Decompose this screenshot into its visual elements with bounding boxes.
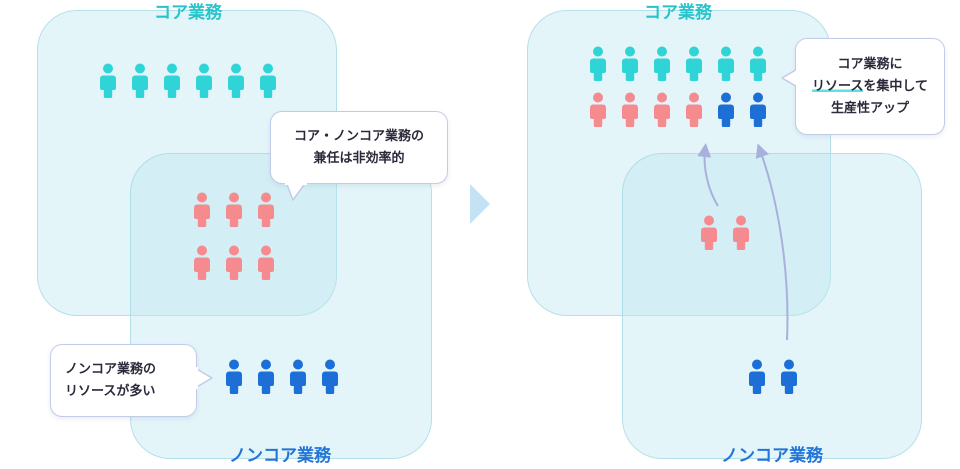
shared-person-icon xyxy=(225,245,243,281)
bubble-result-line-1: コア業務に xyxy=(837,56,903,72)
core-row-person-icon xyxy=(749,92,767,128)
core-person-icon xyxy=(195,63,213,99)
core-person-icon xyxy=(131,63,149,99)
bubble-noncore-line-2: リソースが多い xyxy=(65,383,156,399)
core-row-person-icon xyxy=(653,92,671,128)
bubble-noncore-resources: ノンコア業務の リソースが多い xyxy=(50,344,213,417)
bubble-noncore-line-1: ノンコア業務の xyxy=(65,361,157,377)
after-core-label: コア業務 xyxy=(644,3,712,23)
core-row-person-icon xyxy=(685,92,703,128)
core-person-icon xyxy=(163,63,181,99)
noncore-person-icon xyxy=(321,359,339,395)
bubble-tail xyxy=(781,67,799,89)
move-arrow-right xyxy=(755,143,789,341)
core-person-icon xyxy=(717,46,735,82)
core-person-icon xyxy=(653,46,671,82)
shared-person-icon xyxy=(700,215,718,251)
core-person-icon xyxy=(99,63,117,99)
bubble-shared-line-2: 兼任は非効率的 xyxy=(313,150,405,166)
noncore-person-icon xyxy=(257,359,275,395)
core-row-person-icon xyxy=(589,92,607,128)
shared-person-icon xyxy=(257,192,275,228)
shared-person-icon xyxy=(193,192,211,228)
bubble-result-line-2: リソースを集中して xyxy=(812,76,928,98)
bubble-tail xyxy=(285,182,307,201)
core-person-icon xyxy=(749,46,767,82)
core-person-icon xyxy=(621,46,639,82)
bubble-tail xyxy=(195,367,213,389)
bubble-result: コア業務に リソースを集中して 生産性アップ xyxy=(781,38,945,135)
shared-person-icon xyxy=(225,192,243,228)
core-person-icon xyxy=(227,63,245,99)
shared-person-icon xyxy=(257,245,275,281)
before-core-label: コア業務 xyxy=(154,3,222,23)
after-noncore-label: ノンコア業務 xyxy=(721,446,823,466)
move-arrow-left xyxy=(697,143,719,207)
before-noncore-label: ノンコア業務 xyxy=(229,446,331,466)
shared-person-icon xyxy=(732,215,750,251)
bubble-result-line-3: 生産性アップ xyxy=(830,100,909,116)
after-core-region xyxy=(527,10,831,316)
noncore-person-icon xyxy=(225,359,243,395)
bubble-result-line-2-rest: を集中して xyxy=(863,78,928,94)
after-noncore-region xyxy=(622,153,922,459)
core-person-icon xyxy=(685,46,703,82)
bubble-shared-inefficiency: コア・ノンコア業務の 兼任は非効率的 xyxy=(270,111,448,201)
core-row-person-icon xyxy=(717,92,735,128)
bubble-shared-line-1: コア・ノンコア業務の xyxy=(293,128,424,144)
shared-person-icon xyxy=(193,245,211,281)
core-row-person-icon xyxy=(621,92,639,128)
highlight-resources: リソース xyxy=(812,78,864,94)
noncore-person-icon xyxy=(289,359,307,395)
noncore-person-icon xyxy=(748,359,766,395)
chevron-right-icon xyxy=(470,184,490,224)
core-person-icon xyxy=(589,46,607,82)
core-person-icon xyxy=(259,63,277,99)
noncore-person-icon xyxy=(780,359,798,395)
